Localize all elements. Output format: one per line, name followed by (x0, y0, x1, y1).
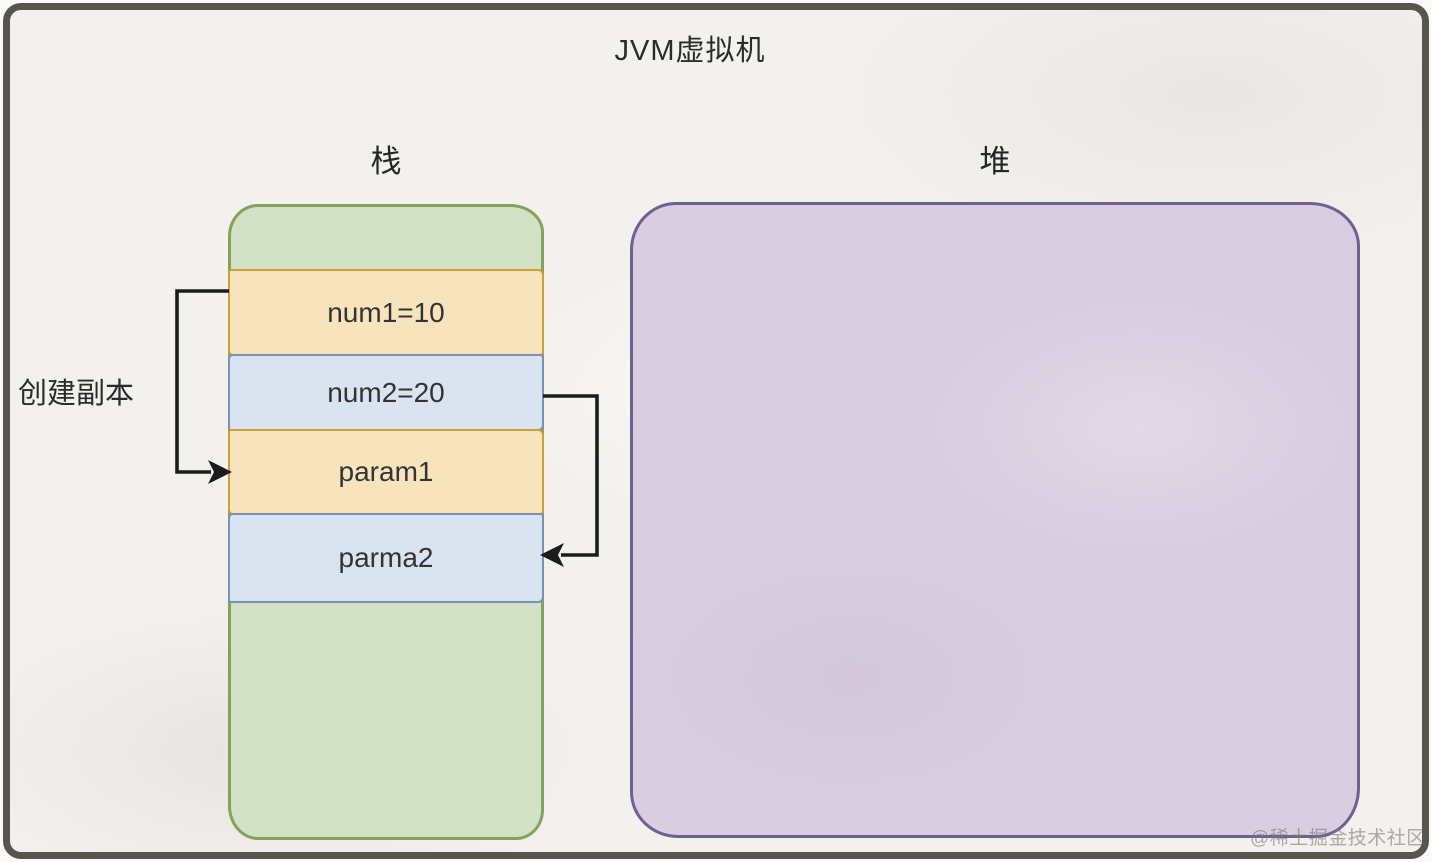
heap-label: 堆 (979, 144, 1011, 179)
watermark: @稀土掘金技术社区 (1250, 828, 1426, 849)
stack-container: num1=10 num2=20 param1 parma2 (228, 204, 544, 840)
stack-row-param1: param1 (228, 429, 544, 515)
stack-row-num1-label: num1=10 (327, 296, 445, 328)
heap-container (630, 202, 1360, 838)
stack-label: 栈 (370, 144, 402, 179)
create-copy-annotation: 创建副本 (18, 378, 135, 410)
diagram-canvas: JVM虚拟机 栈 堆 num1=10 num2=20 param1 parma2… (3, 3, 1429, 859)
stack-row-parma2: parma2 (228, 513, 544, 603)
create-copy-arrow (175, 289, 232, 484)
stack-row-param1-label: param1 (338, 456, 434, 487)
stack-row-num2-label: num2=20 (327, 376, 445, 408)
diagram-title: JVM虚拟机 (614, 35, 766, 67)
stack-row-num2: num2=20 (228, 354, 544, 431)
stack-row-parma2-label: parma2 (338, 542, 434, 573)
num2-to-parma2-arrow (540, 394, 599, 567)
stack-row-num1: num1=10 (228, 269, 544, 356)
